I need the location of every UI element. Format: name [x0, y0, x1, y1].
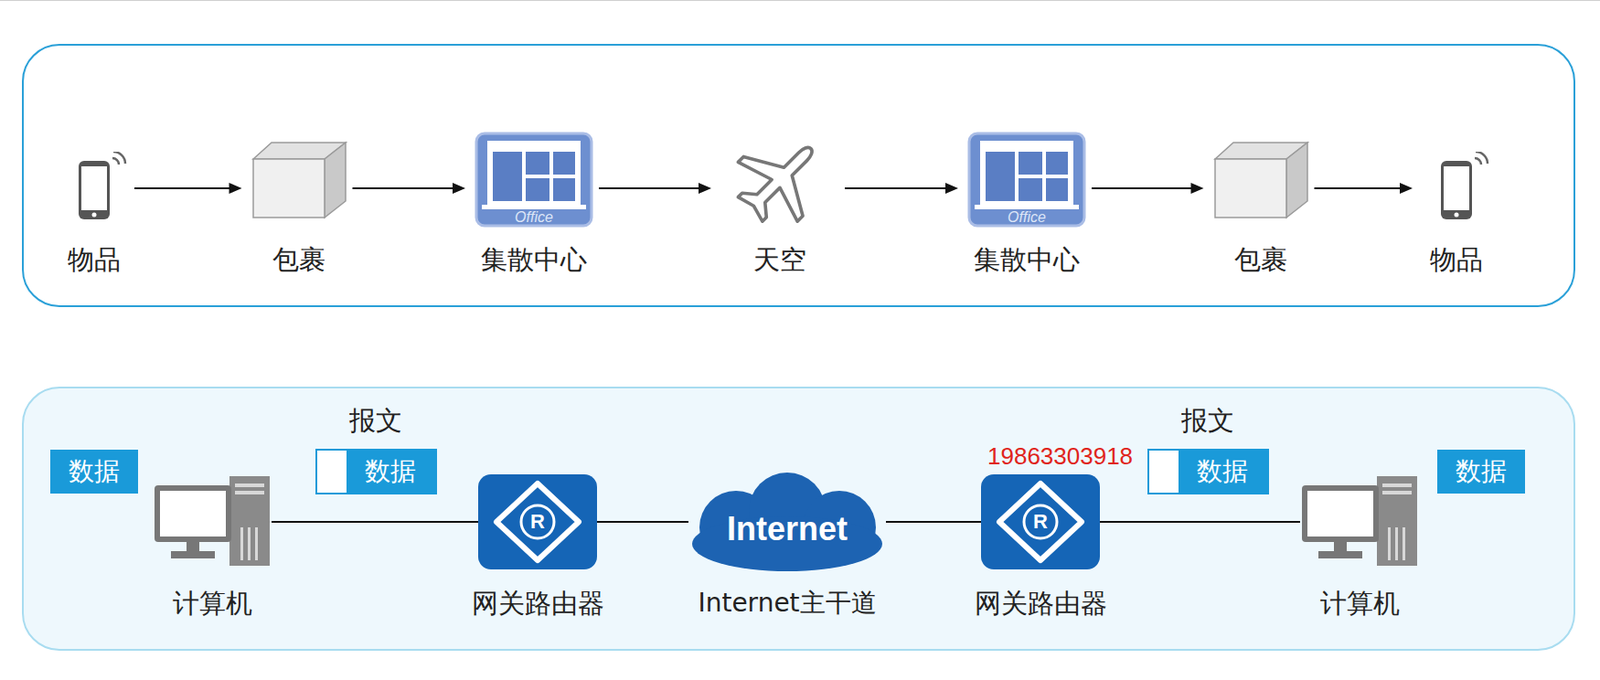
flow-arrow — [844, 182, 959, 194]
flow-arrow — [134, 182, 243, 194]
node-label: 包裹 — [1234, 244, 1288, 276]
node-label: 包裹 — [272, 244, 326, 276]
message-packet: 数据报文 — [315, 448, 438, 495]
flow-arrow — [598, 182, 712, 194]
node-label: 网关路由器 — [471, 587, 605, 619]
data-block: 数据 — [50, 449, 139, 494]
watermark: 19863303918 — [987, 442, 1133, 470]
connector-line — [271, 521, 479, 523]
airplane-node: 天空 — [720, 122, 840, 237]
connector-line — [352, 187, 456, 190]
parcel-node: 包裹 — [1213, 140, 1310, 220]
phone-icon-node: 物品 — [1421, 151, 1492, 222]
network-link — [597, 522, 689, 523]
computer-node: 计算机 — [1300, 476, 1419, 568]
connector-line — [1091, 187, 1194, 190]
flow-arrow — [352, 182, 467, 194]
node-label: 计算机 — [172, 587, 253, 619]
hub-office-node: Office集散中心 — [967, 131, 1087, 228]
node-label: 物品 — [1429, 244, 1483, 276]
connector-line — [1099, 521, 1301, 523]
connector-line — [1314, 187, 1403, 190]
node-label: Internet主干道 — [697, 587, 876, 619]
network-link — [1099, 522, 1301, 523]
cloud-text: Internet — [688, 478, 886, 581]
gateway-router: R网关路由器 — [981, 474, 1100, 570]
network-panel — [22, 387, 1575, 651]
router-letter: R — [981, 474, 1100, 570]
top-rule — [0, 0, 1600, 1]
network-link — [271, 522, 479, 523]
airplane-icon — [720, 122, 840, 237]
connector-line — [597, 521, 689, 523]
logistics-panel — [22, 44, 1575, 307]
network-link — [885, 522, 982, 523]
cube-icon — [251, 140, 348, 220]
payload-segment: 数据 — [346, 450, 436, 493]
packet-heading: 报文 — [349, 405, 403, 437]
node-label: 物品 — [67, 244, 121, 276]
flow-arrow — [1091, 182, 1205, 194]
internet-cloud: InternetInternet主干道 — [688, 470, 886, 574]
cube-icon — [1213, 140, 1310, 220]
hub-office-node: Office集散中心 — [474, 131, 594, 228]
connector-line — [885, 521, 982, 523]
arrow-head — [229, 182, 243, 194]
node-label: 计算机 — [1320, 587, 1400, 619]
phone-icon — [1421, 151, 1492, 222]
computer-node: 计算机 — [152, 476, 272, 568]
data-text: 数据 — [1455, 456, 1507, 488]
header-segment — [1149, 450, 1179, 493]
computer-icon — [152, 476, 272, 568]
phone-icon — [59, 151, 129, 222]
arrow-head — [945, 182, 959, 194]
router-letter: R — [478, 474, 598, 570]
office-caption: Office — [967, 209, 1087, 226]
connector-line — [134, 187, 232, 190]
computer-icon — [1300, 476, 1419, 568]
message-packet: 数据报文 — [1147, 448, 1270, 495]
node-label: 集散中心 — [973, 244, 1080, 276]
payload-text: 数据 — [1196, 456, 1248, 488]
payload-segment: 数据 — [1178, 450, 1268, 493]
arrow-head — [698, 182, 712, 194]
packet-heading: 报文 — [1181, 405, 1235, 437]
data-block: 数据 — [1437, 449, 1526, 494]
office-caption: Office — [474, 209, 594, 226]
arrow-head — [452, 182, 466, 194]
data-text: 数据 — [68, 456, 120, 488]
header-segment — [317, 450, 347, 493]
flow-arrow — [1314, 182, 1414, 194]
node-label: 网关路由器 — [974, 587, 1108, 619]
parcel-node: 包裹 — [251, 140, 348, 220]
connector-line — [844, 187, 948, 190]
arrow-head — [1191, 182, 1205, 194]
gateway-router: R网关路由器 — [478, 474, 598, 570]
arrow-head — [1399, 182, 1413, 194]
node-label: 集散中心 — [480, 244, 587, 276]
node-label: 天空 — [753, 244, 807, 276]
connector-line — [598, 187, 701, 190]
payload-text: 数据 — [364, 456, 416, 488]
phone-icon-node: 物品 — [59, 151, 129, 222]
